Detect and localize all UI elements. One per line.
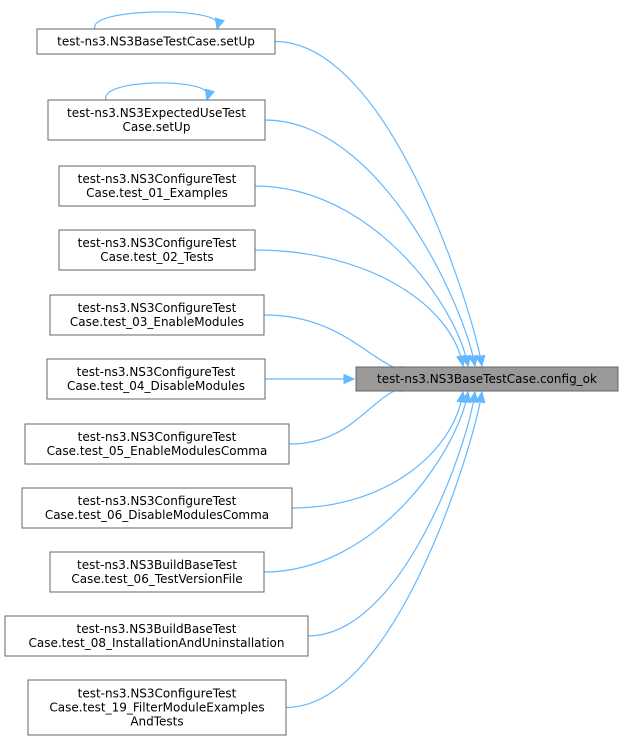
- caller-node-5-label-line: Case.test_03_EnableModules: [70, 315, 244, 329]
- caller-node-5-label-line: test-ns3.NS3ConfigureTest: [78, 301, 237, 315]
- target-node-label-line: test-ns3.NS3BaseTestCase.config_ok: [377, 372, 597, 386]
- caller-node-2-label-line: Case.setUp: [123, 120, 191, 134]
- caller-node-1-label-line: test-ns3.NS3BaseTestCase.setUp: [57, 35, 255, 49]
- self-loop-1: [94, 11, 218, 30]
- caller-node-9[interactable]: test-ns3.NS3BuildBaseTestCase.test_06_Te…: [49, 551, 265, 593]
- caller-node-3-label-line: test-ns3.NS3ConfigureTest: [78, 172, 237, 186]
- caller-node-11[interactable]: test-ns3.NS3ConfigureTestCase.test_19_Fi…: [27, 679, 287, 736]
- edge-4: [254, 249, 464, 367]
- nodes: test-ns3.NS3BaseTestCase.setUp test-ns3.N…: [4, 28, 619, 736]
- caller-node-9-label-line: Case.test_06_TestVersionFile: [71, 572, 242, 586]
- caller-node-4-label-line: Case.test_02_Tests: [100, 250, 213, 264]
- caller-node-10-box: [4, 615, 309, 657]
- caller-node-3-label-line: Case.test_01_Examples: [86, 186, 228, 200]
- self-loop-2: [105, 82, 208, 101]
- caller-node-8[interactable]: test-ns3.NS3ConfigureTestCase.test_06_Di…: [21, 487, 293, 529]
- caller-node-4-label-line: test-ns3.NS3ConfigureTest: [78, 236, 237, 250]
- edge-8: [291, 391, 464, 509]
- edge-arrow-9: [461, 390, 472, 404]
- caller-node-10-label-line: Case.test_08_InstallationAndUninstallati…: [28, 636, 284, 650]
- caller-node-5[interactable]: test-ns3.NS3ConfigureTestCase.test_03_En…: [49, 294, 265, 336]
- caller-node-6-label-line: test-ns3.NS3ConfigureTest: [77, 365, 236, 379]
- caller-node-3-box: [58, 165, 256, 207]
- edge-3: [254, 185, 469, 367]
- caller-node-1-box: [36, 28, 276, 55]
- edge-1: [274, 40, 483, 367]
- target-node-box: [355, 366, 619, 392]
- caller-node-10-label-line: test-ns3.NS3BuildBaseTest: [77, 622, 237, 636]
- caller-node-2-label-line: test-ns3.NS3ExpectedUseTest: [67, 106, 246, 120]
- caller-node-6-label-line: Case.test_04_DisableModules: [67, 379, 245, 393]
- target-node[interactable]: test-ns3.NS3BaseTestCase.config_ok: [355, 366, 619, 392]
- caller-node-11-box: [27, 679, 287, 736]
- edge-2: [264, 119, 476, 367]
- edge-arrow-6: [343, 373, 356, 385]
- caller-node-9-box: [49, 551, 265, 593]
- edge-5: [263, 314, 411, 374]
- caller-node-11-label-line: AndTests: [130, 715, 183, 729]
- caller-node-7-box: [24, 423, 290, 465]
- self-loop-arrow-2: [204, 88, 215, 102]
- caller-node-6-box: [46, 358, 266, 400]
- caller-node-5-box: [49, 294, 265, 336]
- edge-7: [288, 384, 411, 445]
- caller-node-2-box: [47, 99, 266, 141]
- caller-node-7[interactable]: test-ns3.NS3ConfigureTestCase.test_05_En…: [24, 423, 290, 465]
- caller-node-1[interactable]: test-ns3.NS3BaseTestCase.setUp: [36, 28, 276, 55]
- edge-arrow-10: [468, 390, 479, 404]
- edge-9: [263, 391, 469, 573]
- edge-arrow-4: [456, 354, 467, 368]
- caller-node-9-label-line: test-ns3.NS3BuildBaseTest: [77, 558, 237, 572]
- edge-11: [285, 391, 483, 709]
- caller-node-7-label-line: test-ns3.NS3ConfigureTest: [78, 430, 237, 444]
- caller-node-8-label-line: Case.test_06_DisableModulesComma: [45, 508, 269, 522]
- caller-node-8-box: [21, 487, 293, 529]
- edge-arrow-11: [475, 390, 486, 404]
- edge-10: [307, 391, 476, 637]
- edge-arrow-1: [475, 354, 486, 368]
- caller-node-4[interactable]: test-ns3.NS3ConfigureTestCase.test_02_Te…: [58, 229, 256, 271]
- edge-arrow-2: [467, 354, 479, 368]
- caller-node-7-label-line: Case.test_05_EnableModulesComma: [47, 444, 268, 458]
- self-loop-arrow-1: [214, 17, 225, 31]
- caller-node-8-label-line: test-ns3.NS3ConfigureTest: [78, 494, 237, 508]
- caller-node-11-label-line: test-ns3.NS3ConfigureTest: [78, 687, 237, 701]
- caller-node-11-label-line: Case.test_19_FilterModuleExamples: [49, 701, 264, 715]
- caller-node-3[interactable]: test-ns3.NS3ConfigureTestCase.test_01_Ex…: [58, 165, 256, 207]
- caller-node-4-box: [58, 229, 256, 271]
- caller-node-6[interactable]: test-ns3.NS3ConfigureTestCase.test_04_Di…: [46, 358, 266, 400]
- caller-node-10[interactable]: test-ns3.NS3BuildBaseTestCase.test_08_In…: [4, 615, 309, 657]
